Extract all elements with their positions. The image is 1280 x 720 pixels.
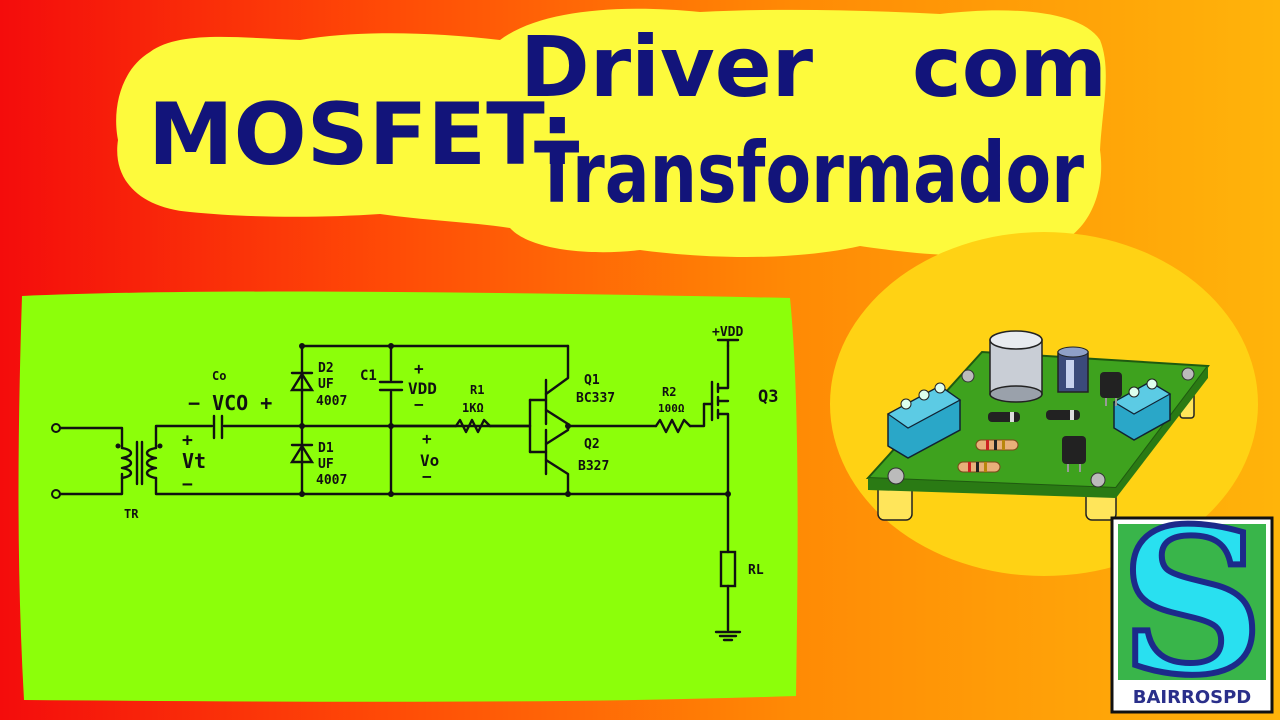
label-q2-part: B327 [578,459,609,474]
capacitor-large [989,330,1043,403]
label-d2-part-a: UF [318,377,334,392]
ground-symbol [714,630,742,642]
capacitor-c1 [378,380,404,392]
capacitor-small [1057,346,1089,393]
logo-green-square [1118,524,1266,680]
label-vdd-minus: − [414,395,424,414]
label-d1-part-b: 4007 [316,473,347,488]
label-q3: Q3 [758,387,778,407]
label-d1-part-a: UF [318,457,334,472]
label-r1-value: 1KΩ [462,401,484,415]
transformer-tr: TR [115,440,163,521]
label-vt-plus: + [182,430,193,451]
label-vo: Vo [420,451,439,470]
label-r2-value: 100Ω [658,402,685,415]
terminal-block-right [1112,378,1172,441]
label-vdd-rail: +VDD [712,325,743,340]
label-d2-part-b: 4007 [316,394,347,409]
label-r2: R2 [662,385,676,399]
title-bubble-shape [116,8,1106,258]
title-com: com [912,18,1107,116]
title-bubble: MOSFET: Driver com Transformador [116,8,1107,258]
pcb-illustration [830,232,1258,576]
label-vo-minus: − [422,467,432,486]
logo-s-mark: S [1120,485,1264,720]
label-q2: Q2 [584,437,600,452]
label-c1: C1 [360,368,377,384]
label-vdd: VDD [408,379,437,398]
logo-bairrospd: S BAIRROSPD [1110,482,1274,720]
title-driver: Driver [520,18,814,116]
schematic-panel-shape [18,291,798,702]
label-r1: R1 [470,383,484,397]
resistor-on-board-2 [957,461,1001,473]
transistor-q1 [528,344,570,454]
label-vdd-plus: + [414,359,424,378]
resistor-r1 [454,418,492,434]
diode-d1 [289,443,315,464]
resistor-on-board-1 [975,439,1019,451]
label-d2: D2 [318,361,334,376]
label-vco: − VCO + [188,391,272,415]
label-co: Co [212,369,226,383]
label-q1: Q1 [584,373,600,388]
resistor-r2 [654,418,692,434]
transformer-primary-coil [120,446,133,480]
logo-caption: BAIRROSPD [1133,687,1251,708]
label-vt-minus: − [182,474,193,495]
label-rl: RL [748,563,764,578]
transistor-top [1100,372,1122,406]
label-vt: Vt [182,449,206,473]
schematic-panel: TR Co − VCO + + Vt − D2 UF 4007 D1 [18,291,798,702]
title-transformador: Transformador [534,124,1084,222]
diode-on-board-1 [988,412,1020,422]
transistor-bottom [1062,436,1086,472]
diode-d2 [289,371,315,392]
label-d1: D1 [318,441,334,456]
capacitor-co [212,414,224,440]
mosfet-q3 [702,344,730,496]
label-vo-plus: + [422,429,432,448]
label-q1-part: BC337 [576,391,615,406]
title-mosfet: MOSFET: [148,85,574,185]
transformer-secondary-coil [145,446,158,480]
label-tr: TR [124,507,139,521]
terminal-block-left [886,382,962,459]
diode-on-board-2 [1046,410,1080,420]
input-terminals [51,423,124,499]
